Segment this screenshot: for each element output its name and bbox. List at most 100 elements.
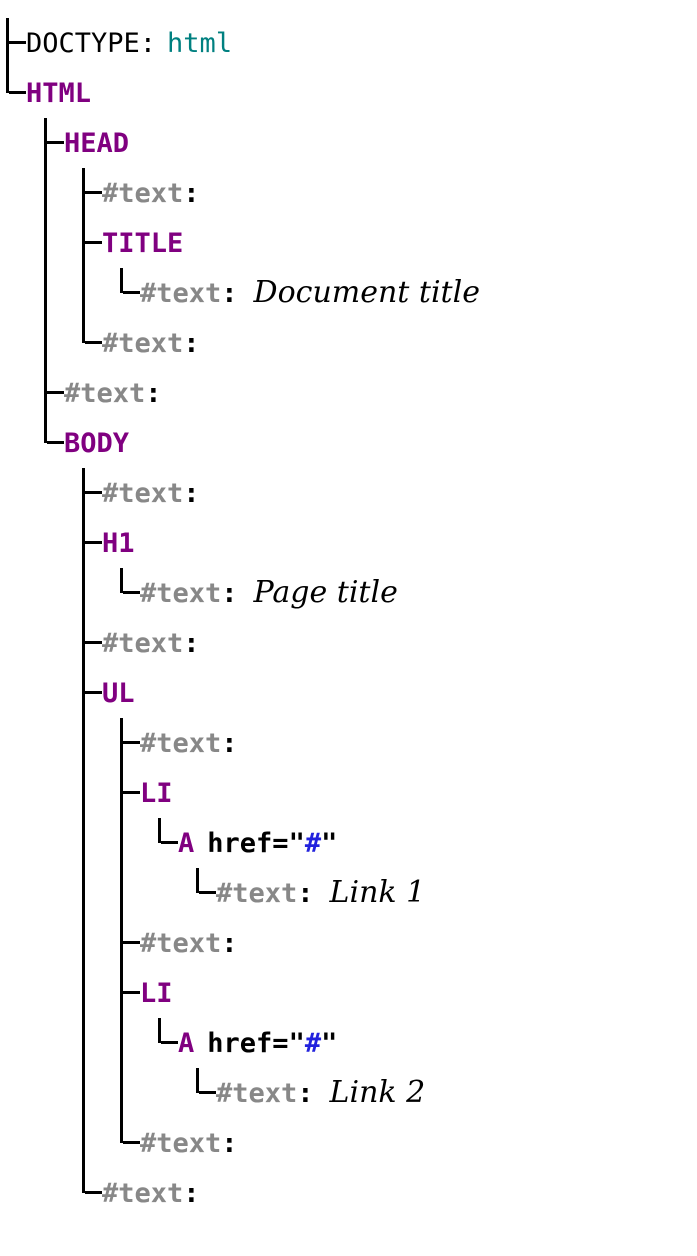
tree-corner-line <box>196 868 199 893</box>
text-node-name: #text <box>102 477 184 509</box>
tree-node-html-text-1[interactable]: #text: <box>0 368 162 418</box>
element-label: TITLE <box>102 230 183 257</box>
tree-elbow-line <box>199 891 216 894</box>
tree-connector <box>0 618 102 668</box>
tree-node-body-text-3[interactable]: #text: <box>0 1168 200 1218</box>
text-node-name: #text <box>216 1078 298 1109</box>
tree-trunk-line <box>82 818 85 868</box>
tree-connector <box>0 518 102 568</box>
doctype-value: html <box>167 27 233 59</box>
tree-node-body[interactable]: BODY <box>0 418 129 468</box>
tree-corner-line <box>196 1068 199 1093</box>
text-node-label: #text: <box>64 380 162 407</box>
tree-node-a-1-text[interactable]: #text:Link 1 <box>0 868 425 918</box>
tree-trunk-line <box>120 1068 123 1118</box>
text-node-name: #text <box>102 627 184 659</box>
tree-node-ul-text-2[interactable]: #text: <box>0 918 238 968</box>
tree-node-body-text-1[interactable]: #text: <box>0 468 200 518</box>
attribute-name: href <box>207 827 273 859</box>
text-node-colon: : <box>221 278 238 309</box>
tree-elbow-line <box>85 691 102 694</box>
tree-elbow-line <box>9 41 26 44</box>
tree-trunk-line <box>44 268 47 318</box>
tree-elbow-line <box>85 241 102 244</box>
text-node-label: #text:Page title <box>140 578 398 608</box>
tree-tee-line <box>44 118 47 168</box>
tree-node-h1-text[interactable]: #text:Page title <box>0 568 398 618</box>
text-node-colon: : <box>221 578 238 609</box>
text-node-colon: : <box>183 327 200 359</box>
tree-node-ul[interactable]: UL <box>0 668 135 718</box>
text-node-label: #text: <box>102 630 200 657</box>
tree-node-head-text-1[interactable]: #text: <box>0 168 200 218</box>
tree-elbow-line <box>9 91 26 94</box>
tree-elbow-line <box>199 1091 216 1094</box>
tree-trunk-line <box>82 868 85 918</box>
tree-node-html[interactable]: HTML <box>0 68 91 118</box>
tree-connector <box>0 168 102 218</box>
attribute-equals: = <box>272 827 289 859</box>
tree-elbow-line <box>85 641 102 644</box>
tree-elbow-line <box>47 441 64 444</box>
tree-node-a-2-text[interactable]: #text:Link 2 <box>0 1068 425 1118</box>
element-label: LI <box>140 980 173 1007</box>
tree-connector <box>0 418 64 468</box>
tree-tee-line <box>82 168 85 218</box>
attribute-quote-open: " <box>288 1027 305 1059</box>
tree-node-body-text-2[interactable]: #text: <box>0 618 200 668</box>
tree-trunk-line <box>82 768 85 818</box>
text-node-colon: : <box>221 927 238 959</box>
element-tag-name: A <box>178 827 195 859</box>
doctype-label: DOCTYPE:html <box>26 30 232 57</box>
tree-elbow-line <box>85 541 102 544</box>
tree-corner-line <box>82 1168 85 1193</box>
attribute-equals: = <box>272 1027 289 1059</box>
tree-node-li-1[interactable]: LI <box>0 768 173 818</box>
tree-elbow-line <box>85 1191 102 1194</box>
tree-node-title[interactable]: TITLE <box>0 218 183 268</box>
tree-connector <box>0 318 102 368</box>
tree-elbow-line <box>47 391 64 394</box>
tree-corner-line <box>120 268 123 293</box>
text-node-name: #text <box>140 927 222 959</box>
text-node-label: #text: <box>102 1180 200 1207</box>
tree-connector <box>0 1168 102 1218</box>
text-node-value: Link 2 <box>329 1075 426 1110</box>
text-node-colon: : <box>183 477 200 509</box>
tree-corner-line <box>6 68 9 93</box>
tree-node-doctype[interactable]: DOCTYPE:html <box>0 18 232 68</box>
tree-node-li-2[interactable]: LI <box>0 968 173 1018</box>
tree-connector <box>0 968 140 1018</box>
element-label: HTML <box>26 80 91 107</box>
tree-connector <box>0 218 102 268</box>
tree-node-head-text-2[interactable]: #text: <box>0 318 200 368</box>
tree-trunk-line <box>44 168 47 218</box>
tree-connector <box>0 18 26 68</box>
tree-node-ul-text-1[interactable]: #text: <box>0 718 238 768</box>
tree-node-h1[interactable]: H1 <box>0 518 135 568</box>
tree-node-title-text[interactable]: #text:Document title <box>0 268 480 318</box>
element-label: HEAD <box>64 130 129 157</box>
text-node-colon: : <box>221 727 238 759</box>
tree-tee-line <box>120 918 123 968</box>
tree-corner-line <box>158 818 161 843</box>
tree-tee-line <box>82 618 85 668</box>
attribute-name: href <box>207 1027 273 1059</box>
tree-connector <box>0 1018 178 1068</box>
text-node-label: #text:Link 1 <box>216 878 425 908</box>
tree-node-head[interactable]: HEAD <box>0 118 129 168</box>
attribute-quote-close: " <box>321 827 338 859</box>
element-tag-name: A <box>178 1027 195 1059</box>
tree-elbow-line <box>47 141 64 144</box>
text-node-label: #text:Link 2 <box>216 1078 425 1108</box>
tree-node-ul-text-3[interactable]: #text: <box>0 1118 238 1168</box>
tree-connector <box>0 1068 216 1118</box>
tree-connector <box>0 868 216 918</box>
element-tag-name: UL <box>102 677 135 709</box>
tree-elbow-line <box>123 1141 140 1144</box>
text-node-label: #text: <box>102 480 200 507</box>
text-node-name: #text <box>140 727 222 759</box>
tree-trunk-line <box>44 218 47 268</box>
